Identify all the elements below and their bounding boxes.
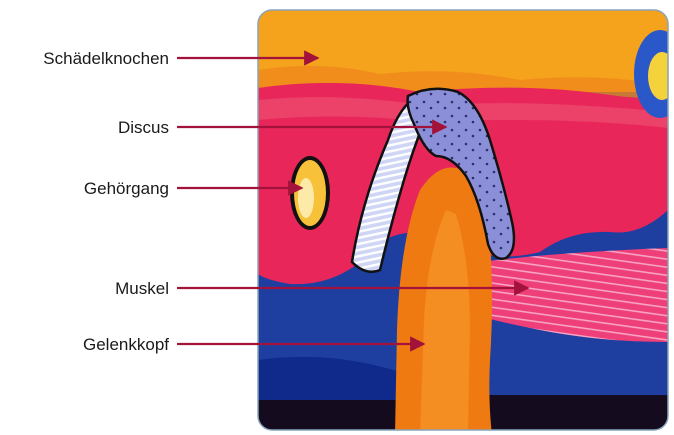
label-disc: Discus bbox=[118, 118, 169, 137]
ear-canal-highlight bbox=[298, 178, 314, 218]
label-muscle: Muskel bbox=[115, 279, 169, 298]
illustration bbox=[258, 10, 674, 435]
label-ear-canal: Gehörgang bbox=[84, 179, 169, 198]
label-condyle: Gelenkkopf bbox=[83, 335, 169, 354]
label-skull-bone: Schädelknochen bbox=[43, 49, 169, 68]
